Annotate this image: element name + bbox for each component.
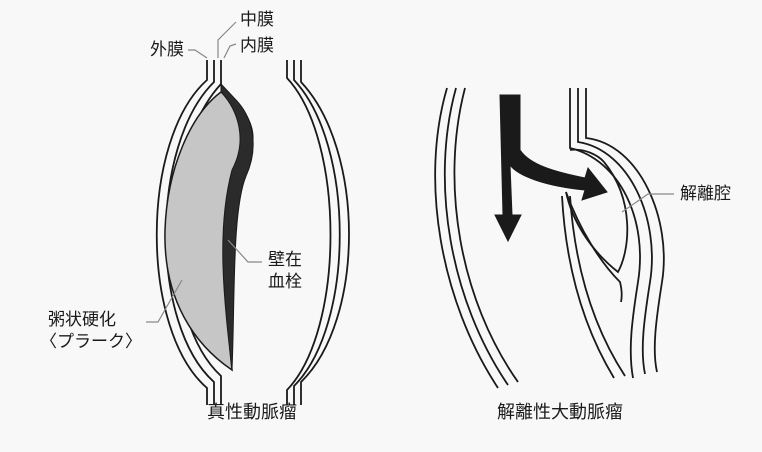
label-tunica-intima: 内膜	[240, 36, 274, 56]
label-tunica-externa: 外膜	[150, 40, 184, 60]
blood-flow-arrows	[494, 94, 608, 243]
label-tunica-media: 中膜	[240, 10, 274, 30]
label-false-lumen: 解離腔	[680, 184, 731, 204]
dissect-left-wall	[434, 87, 519, 389]
true-aneurysm	[146, 21, 350, 405]
dissection-flap	[565, 148, 629, 303]
label-atherosclerosis-2: 〈プラーク〉	[40, 332, 142, 352]
dissect-right-wall	[569, 88, 665, 379]
label-mural-thrombus-1: 壁在	[268, 250, 302, 270]
right-vessel-wall	[286, 60, 350, 405]
caption-dissecting-aneurysm: 解離性大動脈瘤	[497, 402, 623, 423]
thrombus	[220, 82, 254, 371]
dissecting-aneurysm	[434, 87, 674, 389]
label-mural-thrombus-2: 血栓	[268, 272, 302, 292]
leader-line-false-lumen	[621, 193, 674, 213]
caption-true-aneurysm: 真性動脈瘤	[207, 402, 297, 423]
label-atherosclerosis-1: 粥状硬化	[48, 310, 116, 330]
leader-lines-true	[146, 21, 262, 323]
dissect-inner-wall	[561, 195, 626, 379]
